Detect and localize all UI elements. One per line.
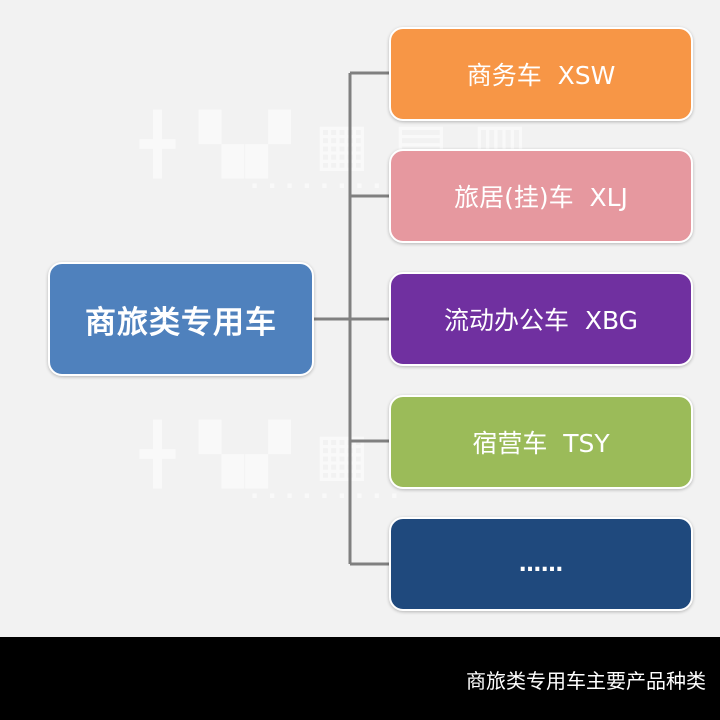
child-node-business-car: 商务车 XSW — [389, 27, 693, 121]
root-node-label: 商旅类专用车 — [85, 304, 277, 341]
child-node-rv: 旅居(挂)车 XLJ — [389, 149, 693, 243]
root-node: 商旅类专用车 — [48, 262, 314, 376]
child-node-label: 旅居(挂)车 XLJ — [454, 183, 628, 212]
child-node-label: …… — [519, 551, 563, 577]
child-node-camper: 宿营车 TSY — [389, 395, 693, 489]
child-node-label: 宿营车 TSY — [472, 429, 610, 458]
child-node-label: 商务车 XSW — [466, 61, 616, 90]
child-node-mobile-office: 流动办公车 XBG — [389, 272, 693, 366]
child-node-label: 流动办公车 XBG — [443, 306, 639, 335]
caption-bar: 商旅类专用车主要产品种类 — [0, 637, 720, 720]
caption-text: 商旅类专用车主要产品种类 — [466, 669, 706, 693]
child-node-more: …… — [389, 517, 693, 611]
